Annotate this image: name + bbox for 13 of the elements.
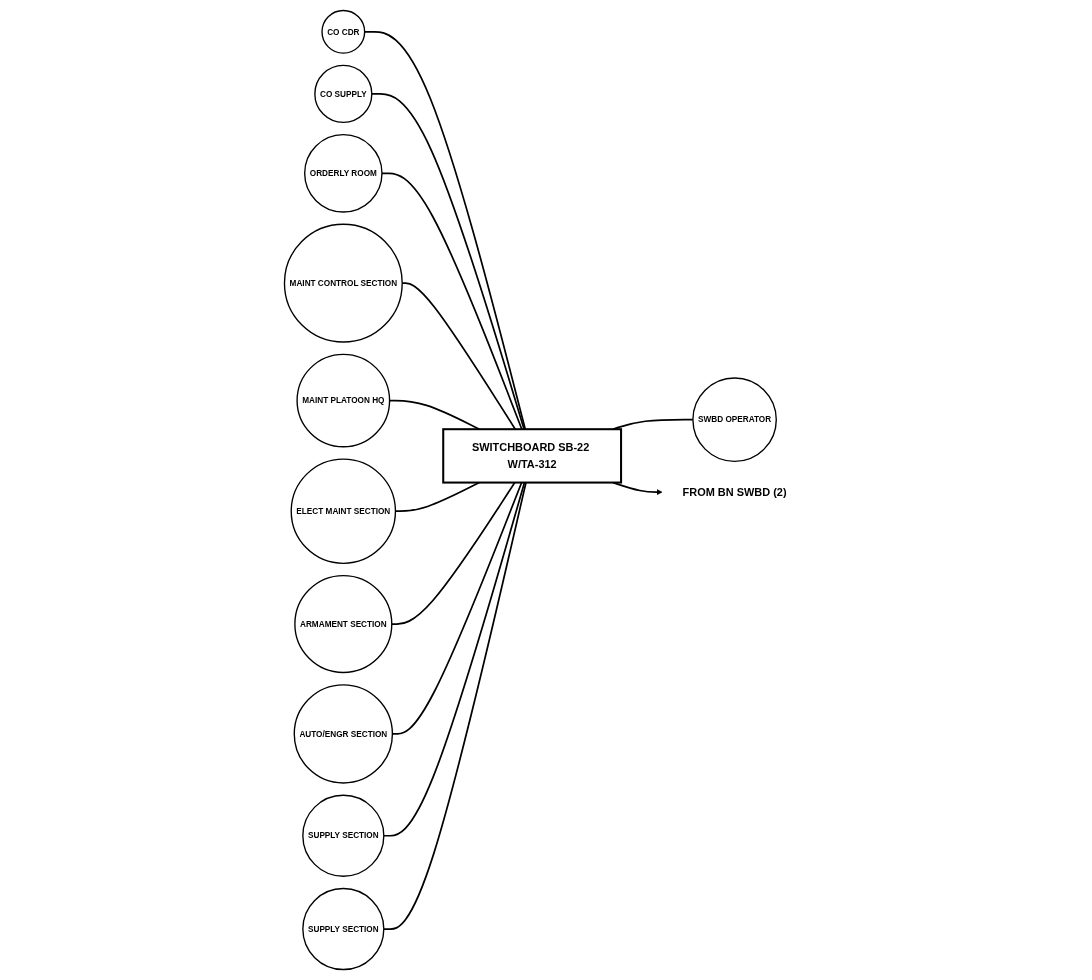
node-circle: ELECT MAINT SECTION — [290, 458, 397, 564]
node-circle: CO CDR — [321, 9, 366, 54]
node-circle: CO SUPPLY — [314, 64, 373, 124]
node-circle: ARMAMENT SECTION — [294, 574, 393, 674]
node-circle: AUTO/ENGR SECTION — [293, 684, 394, 784]
node-circle: SUPPLY SECTION — [302, 887, 385, 971]
node-circle: MAINT PLATOON HQ — [296, 353, 391, 448]
node-circle: MAINT CONTROL SECTION — [284, 223, 404, 343]
node-box: SWITCHBOARD SB-22 W/TA-312 — [442, 428, 623, 484]
node-text: FROM BN SWBD (2) — [682, 485, 787, 498]
node-circle: ORDERLY ROOM — [304, 134, 383, 213]
node-circle: SWBD OPERATOR — [692, 377, 778, 463]
node-circle: SUPPLY SECTION — [302, 794, 385, 877]
